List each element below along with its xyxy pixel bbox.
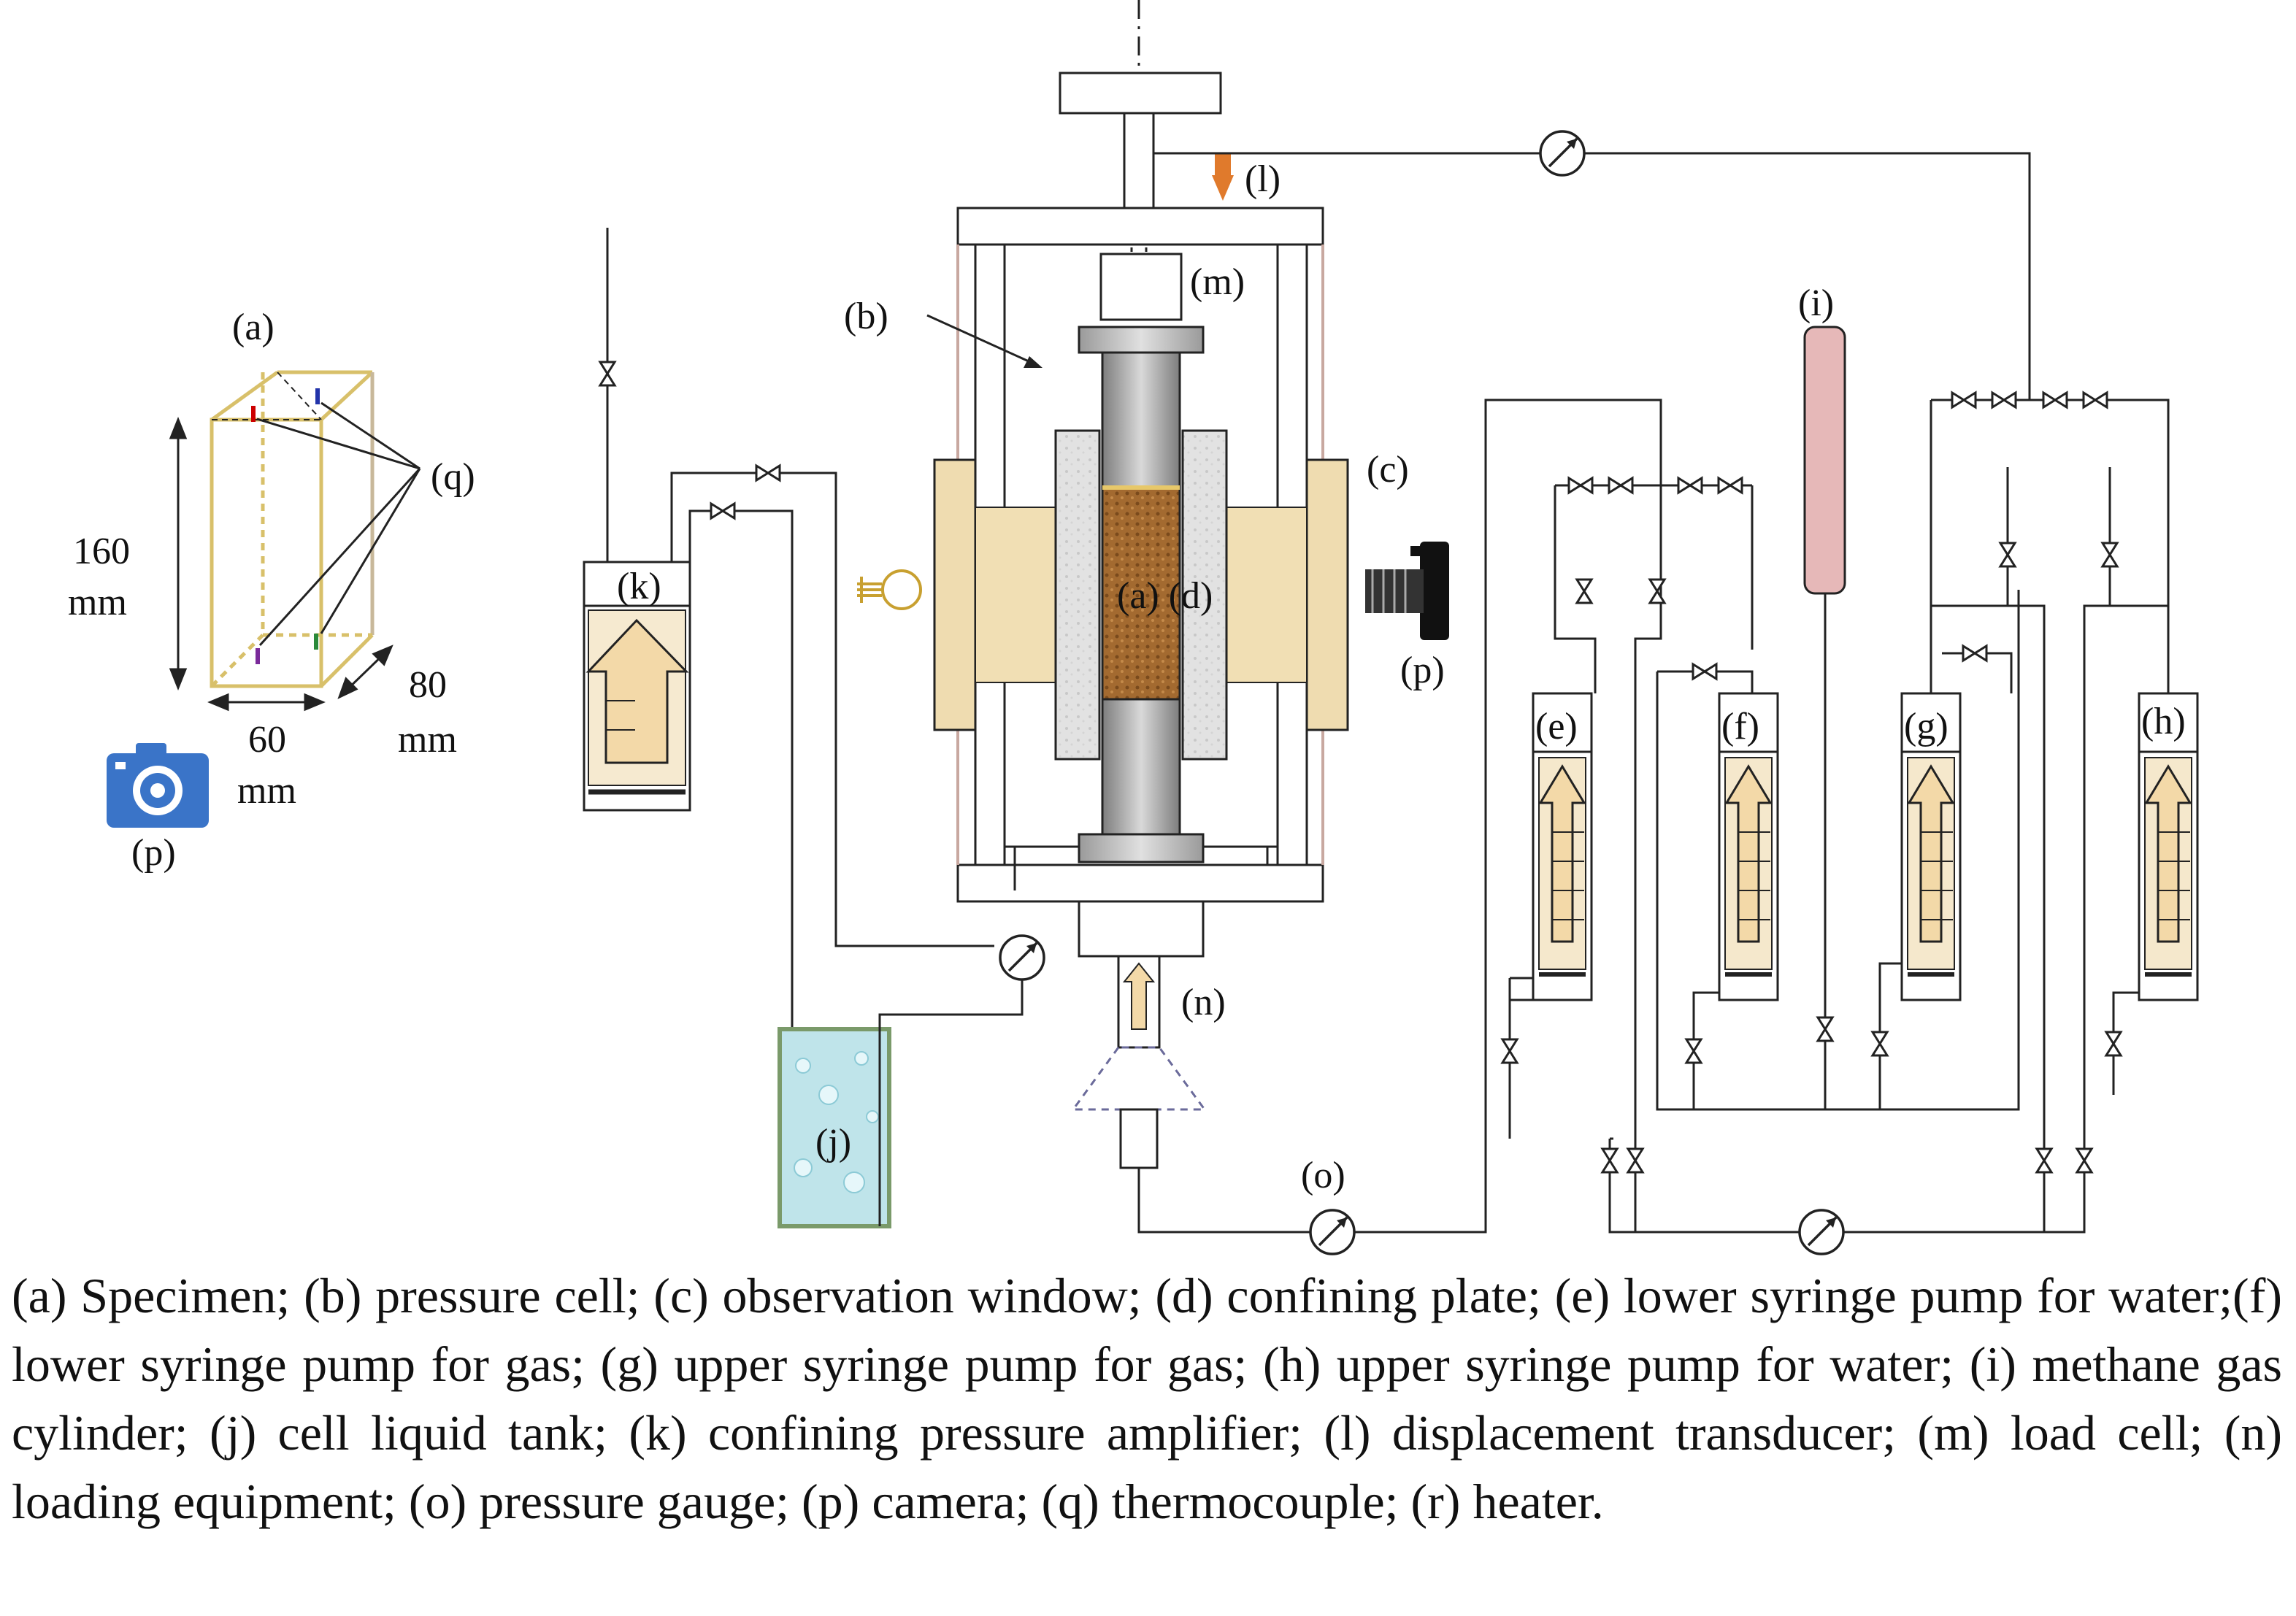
label-j: (j) <box>815 1122 851 1163</box>
camera-icon <box>1365 542 1449 640</box>
label-p-right: (p) <box>1400 650 1445 691</box>
figure-caption: (a) Specimen; (b) pressure cell; (c) obs… <box>12 1268 2282 1529</box>
valve-icon <box>1962 645 1988 662</box>
cell-liquid-tank: (j) <box>778 1027 891 1228</box>
valve-icon <box>1951 391 1977 409</box>
valve-icon <box>1601 1147 1619 1174</box>
width-dimension <box>207 693 326 712</box>
valve-icon <box>1717 477 1743 494</box>
manifold-gh <box>1930 399 2170 1139</box>
gauge-icon <box>1309 1209 1356 1255</box>
label-ad: (a) (d) <box>1117 575 1213 617</box>
valve-icon <box>1567 477 1594 494</box>
depth-dimension <box>337 645 393 699</box>
displacement-transducer <box>1212 153 1234 201</box>
valve-icon <box>1648 578 1666 604</box>
thermocouple-marker <box>256 648 260 664</box>
width-unit: mm <box>237 770 296 812</box>
valve-icon <box>2042 391 2068 409</box>
valve-icon <box>1608 477 1634 494</box>
valve-icon <box>755 464 781 482</box>
gauge-icon <box>1539 130 1586 177</box>
valve-icon <box>1627 1147 1644 1174</box>
valve-icon <box>1575 578 1593 604</box>
label-b: (b) <box>844 296 888 337</box>
label-e: (e) <box>1535 706 1578 747</box>
label-g: (g) <box>1904 706 1948 747</box>
valve-icon <box>2035 1147 2053 1174</box>
gauge-icon <box>1798 1209 1845 1255</box>
label-i: (i) <box>1798 282 1834 324</box>
label-f: (f) <box>1721 706 1759 747</box>
apparatus-diagram: (a) (q) 160 <box>68 0 2296 1255</box>
thermocouple-marker <box>315 388 320 404</box>
depth-unit: mm <box>398 719 457 761</box>
label-m: (m) <box>1190 261 1245 303</box>
valve-icon <box>1692 663 1718 680</box>
valve-icon <box>599 361 616 387</box>
amplifier-k: (k) <box>583 228 691 812</box>
thermocouple-marker <box>314 634 318 650</box>
height-dimension <box>169 416 188 691</box>
lightbulb-icon <box>857 569 922 610</box>
height-unit: mm <box>68 582 127 623</box>
valve-icon <box>1871 1031 1889 1057</box>
gauge-icon <box>999 934 1045 981</box>
valve-icon <box>1685 1038 1702 1064</box>
label-a: (a) <box>232 307 274 348</box>
label-p-left: (p) <box>131 832 176 874</box>
label-k: (k) <box>617 566 661 607</box>
specimen-inset: (a) (q) 160 <box>68 307 475 874</box>
label-h: (h) <box>2141 701 2186 742</box>
thermocouple-marker <box>251 406 256 422</box>
valve-icon <box>710 502 736 520</box>
label-l: (l) <box>1245 158 1281 200</box>
label-n: (n) <box>1181 982 1226 1023</box>
height-value: 160 <box>73 531 130 572</box>
label-o: (o) <box>1301 1155 1345 1196</box>
valve-icon <box>1999 542 2016 568</box>
width-value: 60 <box>248 719 286 761</box>
label-q: (q) <box>431 456 475 498</box>
pressure-cell <box>933 0 1349 1169</box>
valve-icon <box>2101 542 2119 568</box>
thermocouple-arrows <box>256 401 421 647</box>
valve-icon <box>2105 1031 2122 1057</box>
valve-icon <box>1501 1038 1518 1064</box>
valve-icon <box>2076 1147 2093 1174</box>
specimen-box <box>210 370 375 688</box>
valve-icon <box>1991 391 2017 409</box>
methane-gas-cylinder <box>1803 326 1846 1109</box>
valve-icon <box>1816 1016 1834 1042</box>
camera-icon <box>107 743 209 828</box>
amplifier-lines <box>670 472 994 1029</box>
depth-value: 80 <box>409 664 447 706</box>
valve-icon <box>1677 477 1703 494</box>
valve-icon <box>2082 391 2108 409</box>
label-c: (c) <box>1367 449 1409 490</box>
